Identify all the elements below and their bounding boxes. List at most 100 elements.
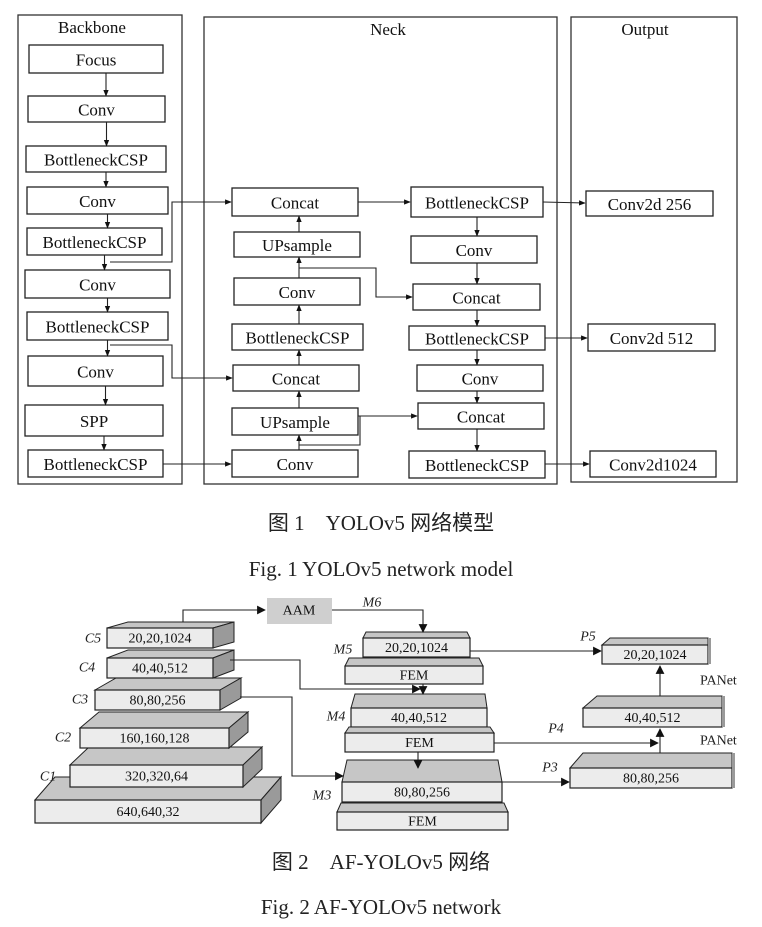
figure-2-caption-en: Fig. 2 AF-YOLOv5 network — [261, 895, 502, 919]
p4-slab-side — [722, 696, 725, 727]
fem-block-1-top — [344, 657, 484, 667]
backbone-panel — [17, 14, 183, 485]
output-panel — [570, 16, 738, 483]
c-slab-3-top — [78, 711, 250, 729]
figure-2-caption-cn: 图 2 AF-YOLOv5 网络 — [272, 850, 490, 874]
p3-slab-value: 80,80,256 — [623, 772, 679, 787]
figure-1-caption-en: Fig. 1 YOLOv5 network model — [249, 557, 514, 581]
fem-block-1-front — [344, 665, 484, 685]
m-label-1: M4 — [326, 710, 346, 725]
c-slab-3-value: 160,160,128 — [120, 732, 190, 747]
backbone-block-6-label: BottleneckCSP — [46, 318, 150, 337]
c-slab-3-front — [79, 727, 230, 749]
p3-slab-side — [732, 753, 735, 788]
backbone-block-2-box — [25, 145, 167, 173]
c-label-2: C3 — [72, 693, 88, 708]
c-slab-5-value: 640,640,32 — [117, 805, 180, 820]
figure-1-caption-cn: 图 1 YOLOv5 网络模型 — [268, 511, 494, 535]
m5-block-label: 20,20,1024 — [385, 641, 448, 656]
neck-right-block-0-label: BottleneckCSP — [425, 194, 529, 213]
c-slab-5-front — [34, 799, 262, 824]
p5-slab-side — [708, 638, 711, 664]
output-block-0-box — [585, 190, 714, 217]
backbone-block-1-box — [27, 95, 166, 123]
output-title: Output — [621, 20, 669, 39]
m3-block-front — [341, 781, 503, 803]
fem-block-3-front — [336, 811, 509, 831]
p-label-1: P4 — [547, 722, 564, 737]
backbone-block-9-label: BottleneckCSP — [44, 455, 148, 474]
neck-right-block-3-label: BottleneckCSP — [425, 330, 529, 349]
c-label-4: C1 — [40, 770, 56, 785]
c3-to-m3-arrow — [240, 696, 344, 781]
figure-1-yolov5: Backbone Neck Output 图 1 YOLOv5 网络模型 Fig… — [17, 14, 738, 581]
aam-label: AAM — [283, 604, 316, 619]
neck-title: Neck — [370, 20, 406, 39]
c-slab-4-top — [68, 746, 264, 766]
panet-label-2: PANet — [700, 734, 737, 749]
p5-slab-value: 20,20,1024 — [624, 648, 687, 663]
backbone-block-7-box — [27, 355, 164, 387]
neck-right-block-6-label: BottleneckCSP — [425, 456, 529, 475]
neck-right-block-6-box — [408, 450, 546, 479]
output-block-0-label: Conv2d 256 — [608, 195, 692, 214]
backbone-block-0-label: Focus — [76, 51, 117, 70]
aam-to-m5-arrow — [332, 609, 428, 633]
neck-panel — [203, 16, 558, 485]
backbone-block-1-label: Conv — [78, 101, 115, 120]
backbone-block-3-box — [26, 186, 169, 215]
p4-slab-top — [581, 695, 723, 709]
neck-right-block-5-label: Concat — [457, 408, 505, 427]
m6-label: M6 — [362, 596, 382, 611]
fem-block-3-top — [336, 802, 509, 813]
p-label-2: P3 — [541, 761, 558, 776]
neck-right-block-4-box — [416, 364, 544, 392]
neck-left-block-5-label: UPsample — [260, 413, 330, 432]
c-label-1: C4 — [79, 661, 95, 676]
panet-label-1: PANet — [700, 674, 737, 689]
backbone-title: Backbone — [58, 18, 126, 37]
backbone-block-7-label: Conv — [77, 363, 114, 382]
figure-2-af-yolov5: AAM M6 PANet PANet 图 2 AF-YOLOv5 网络 Fig.… — [33, 596, 737, 919]
neck-left-block-5-box — [231, 407, 359, 436]
aam-box — [267, 598, 332, 624]
backbone-block-8-box — [24, 404, 164, 437]
m3-block-top — [341, 759, 503, 783]
output-block-2-box — [589, 450, 717, 478]
fem-block-2-label: FEM — [405, 736, 434, 751]
m-label-0: M5 — [333, 643, 353, 658]
c-slab-0-value: 20,20,1024 — [129, 632, 192, 647]
p4-slab-value: 40,40,512 — [625, 711, 681, 726]
c-label-3: C2 — [55, 731, 71, 746]
output-block-2-label: Conv2d1024 — [609, 456, 697, 475]
p3-slab-top — [568, 752, 733, 769]
c-slab-2-front — [94, 689, 221, 711]
neck-left-block-4-box — [232, 364, 360, 392]
c-label-0: C5 — [85, 632, 101, 647]
neck-right-block-4-label: Conv — [462, 370, 499, 389]
m3-block-label: 80,80,256 — [394, 786, 450, 801]
neck-left-block-1-label: UPsample — [262, 236, 332, 255]
backbone-block-8-label: SPP — [80, 412, 108, 431]
backbone-block-4-label: BottleneckCSP — [43, 233, 147, 252]
c-slab-2-value: 80,80,256 — [130, 694, 186, 709]
m4-block-label: 40,40,512 — [391, 711, 447, 726]
m5-block-front — [362, 637, 471, 658]
neck-left-block-3-label: BottleneckCSP — [246, 329, 350, 348]
fem-block-3-label: FEM — [408, 815, 437, 830]
skip-arrow-p3 — [110, 199, 232, 263]
c-slab-0-front — [106, 627, 214, 649]
backbone-block-3-label: Conv — [79, 192, 116, 211]
backbone-block-9-box — [27, 449, 164, 478]
backbone-block-5-box — [24, 269, 171, 299]
output-block-1-box — [587, 323, 716, 352]
p-label-0: P5 — [579, 630, 596, 645]
c-slab-1-front — [106, 657, 214, 679]
m5-block-top — [362, 631, 471, 639]
out-arrow-256 — [542, 200, 586, 206]
fem-block-1-label: FEM — [400, 669, 429, 684]
neck-left-block-2-label: Conv — [279, 283, 316, 302]
m-label-2: M3 — [312, 789, 332, 804]
m4-block-top — [350, 693, 488, 709]
